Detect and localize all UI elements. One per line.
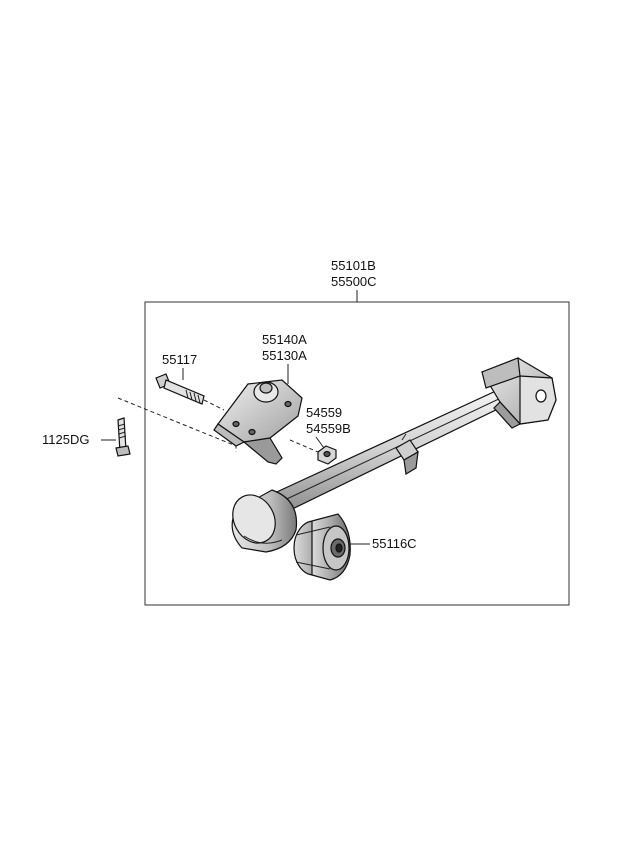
screw-dash-line [117, 397, 237, 452]
label-55500C: 55500C [331, 274, 377, 289]
nut [317, 445, 337, 465]
label-55101B: 55101B [331, 258, 376, 273]
bushing [293, 513, 351, 581]
label-54559: 54559 [306, 405, 342, 420]
tube-clip [395, 433, 419, 475]
label-55140A: 55140A [262, 332, 307, 347]
label-1125DG: 1125DG [42, 432, 89, 447]
bushing-housing [231, 489, 298, 553]
label-55117: 55117 [162, 352, 197, 367]
assembly-frame [144, 301, 570, 606]
bolt-dash-line [203, 399, 225, 411]
label-55116C: 55116C [372, 536, 417, 551]
nut-dash-line [289, 439, 319, 453]
trailing-arm [267, 389, 509, 516]
end-bracket [481, 357, 557, 429]
label-55130A: 55130A [262, 348, 307, 363]
leader-nut [315, 436, 325, 449]
label-54559B: 54559B [306, 421, 351, 436]
bolt [155, 373, 205, 405]
screw [115, 417, 131, 457]
mounting-bracket [213, 379, 303, 465]
